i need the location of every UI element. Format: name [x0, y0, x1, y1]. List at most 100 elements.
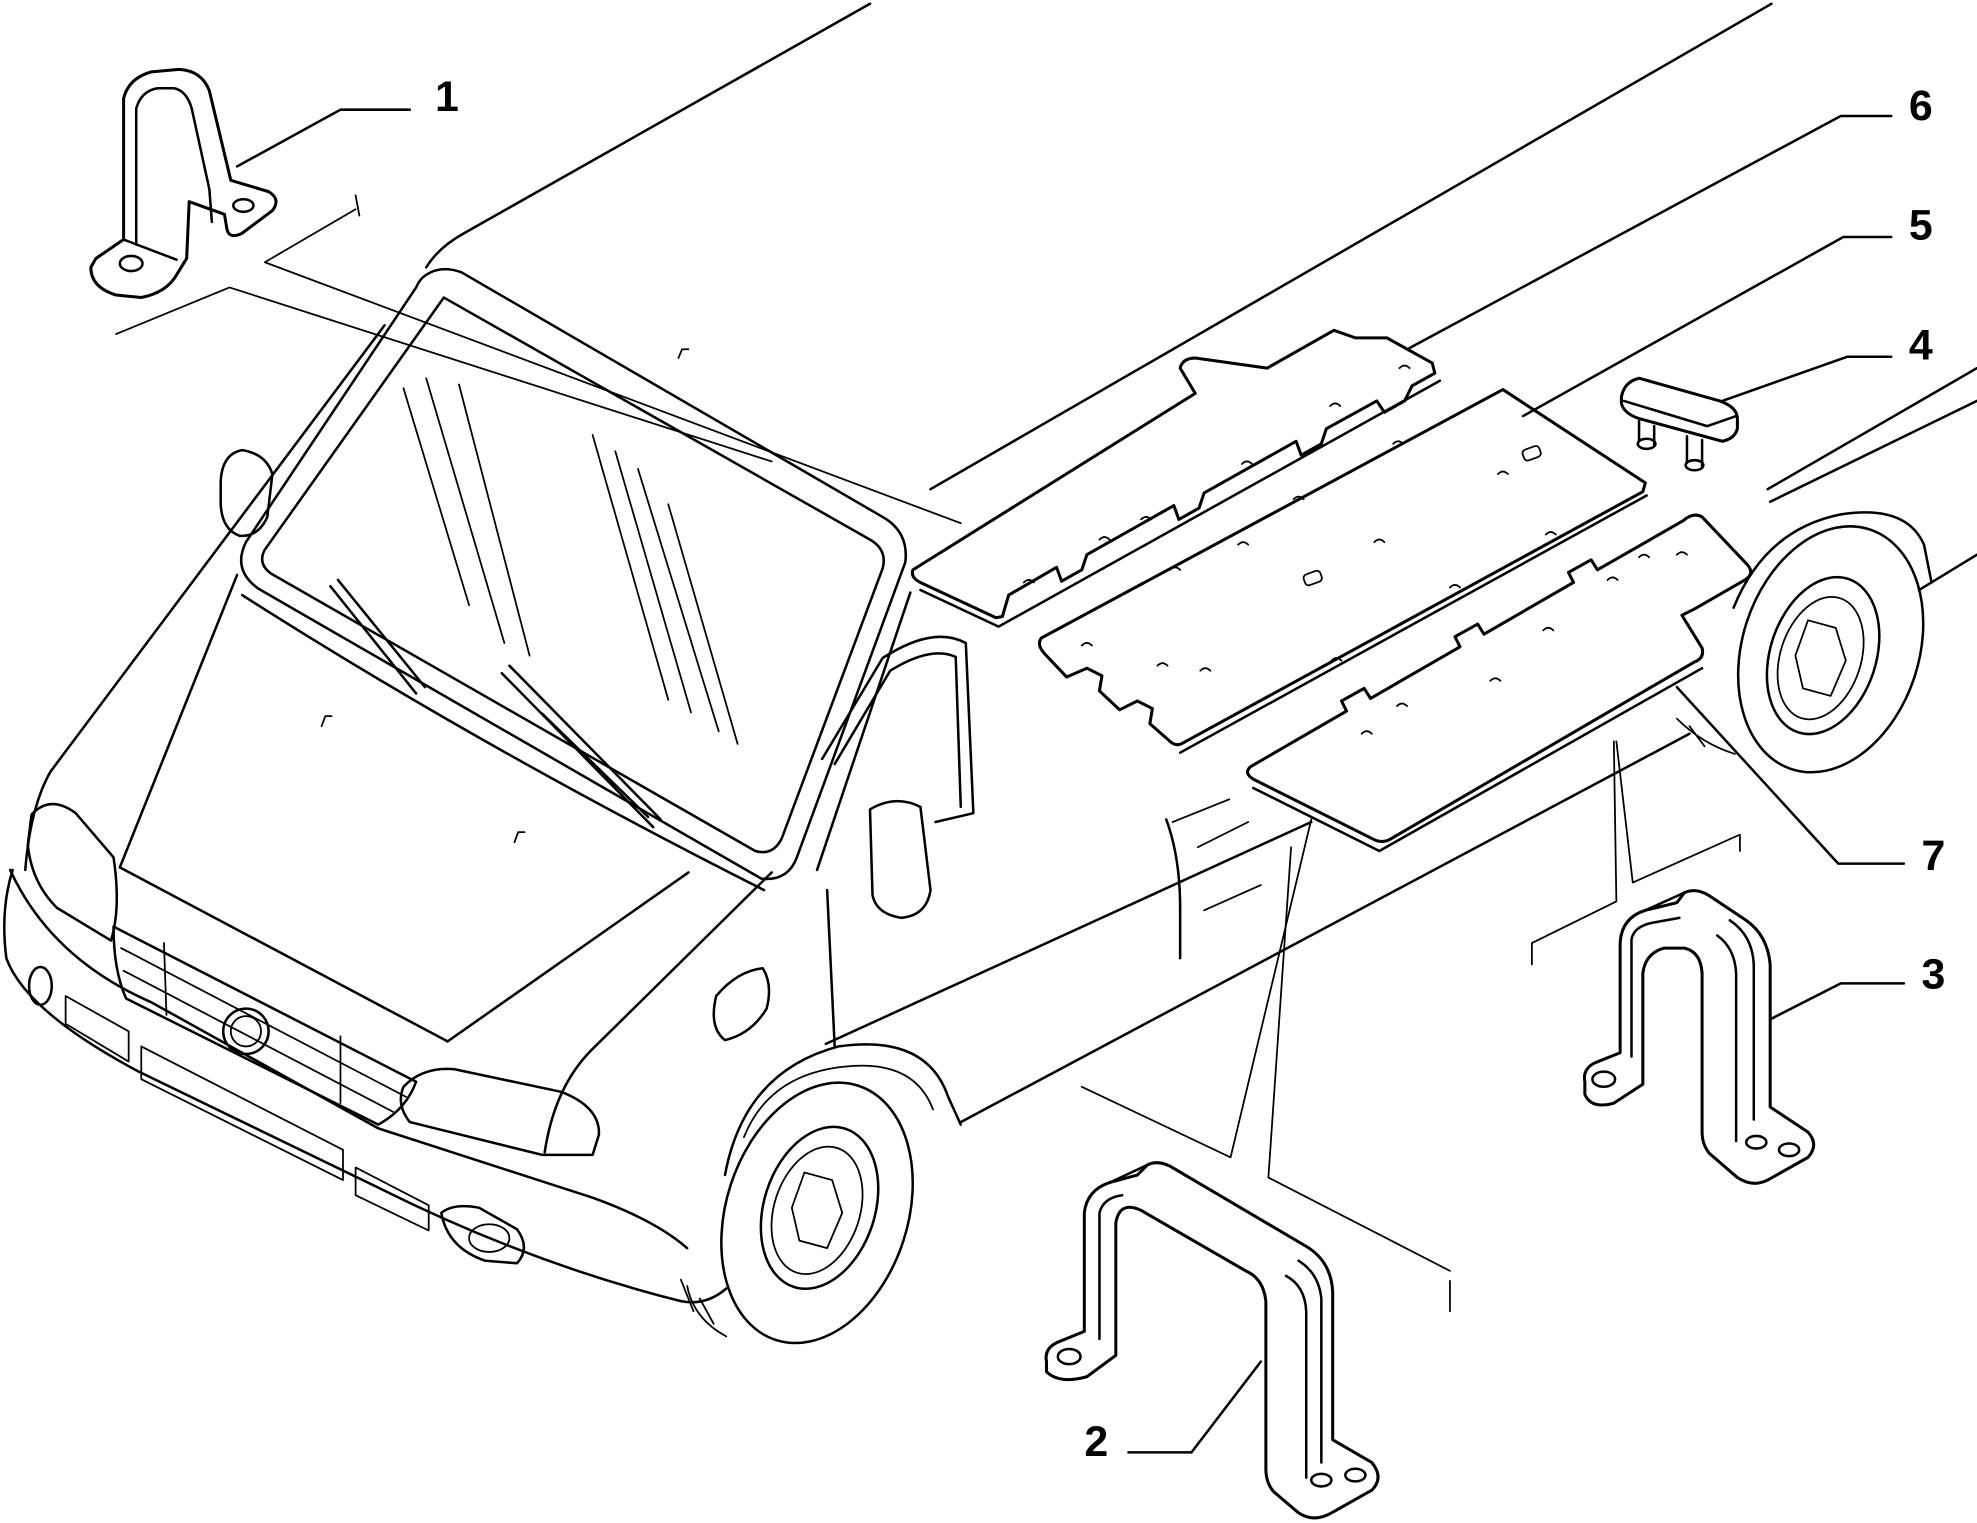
- floor-panel-6: [910, 328, 1442, 628]
- left-wiper: [329, 578, 427, 695]
- right-wiper: [500, 664, 662, 829]
- grille-frame: [112, 925, 418, 1126]
- windshield-reflection-line: [425, 377, 506, 644]
- bracket-1-flange-edge: [122, 238, 178, 261]
- callout-leader-4: [1721, 355, 1893, 403]
- bracket-1-inner-edge: [134, 86, 214, 246]
- windshield-frame: [239, 267, 908, 881]
- bracket-part-2: [1044, 1161, 1380, 1520]
- bracket-2-rib: [1284, 1259, 1323, 1479]
- side-window-line: [1196, 821, 1250, 849]
- front-body-bottom: [679, 1287, 728, 1304]
- hood-right-edge: [543, 871, 773, 1154]
- bracket-2-inner-edge: [1098, 1163, 1149, 1341]
- callout-label-1: 1: [435, 73, 459, 121]
- callout-label-6: 6: [1909, 82, 1933, 130]
- hood-rear-edge: [240, 593, 766, 892]
- bracket-2-outline: [1044, 1161, 1380, 1520]
- panel-slot: [1521, 445, 1542, 462]
- bracket-3-hole: [1744, 1134, 1768, 1150]
- bracket-2-hole: [1056, 1347, 1082, 1366]
- callout-label-7: 7: [1921, 832, 1945, 880]
- right-a-pillar: [815, 591, 912, 872]
- floor-panel-7-outline: [1246, 513, 1753, 844]
- grille-slat: [120, 947, 407, 1098]
- callout-label-4: 4: [1909, 321, 1933, 369]
- right-side-mirror: [868, 799, 932, 920]
- front-tire-tread: [679, 1278, 728, 1338]
- body-side-crease-line: [1768, 399, 1977, 504]
- windshield-reflection-line: [614, 450, 692, 714]
- floor-panel-7: [1246, 513, 1753, 853]
- surface-mark: [320, 715, 333, 728]
- rear-tire-tread: [1675, 717, 1736, 755]
- part-4-top-edge: [1622, 399, 1738, 428]
- bracket-3-rib: [1715, 919, 1756, 1143]
- door-rear-edge: [1165, 818, 1182, 960]
- door-front-edge: [825, 888, 836, 1048]
- left-headlight: [26, 802, 119, 942]
- front-rim: [759, 1125, 880, 1291]
- callout-leaders: [235, 108, 1906, 1454]
- front-wheel-arch-inner: [743, 1064, 934, 1139]
- side-window-line: [1171, 798, 1231, 823]
- right-fog-lens: [468, 1223, 511, 1253]
- van-body: [3, 2, 1977, 1345]
- callout-label-3: 3: [1921, 950, 1945, 998]
- side-panel-line: [1203, 884, 1262, 912]
- bracket-3-outline: [1582, 889, 1816, 1185]
- windshield-reflection-line: [591, 434, 670, 701]
- panel-hole: [1080, 440, 1557, 672]
- lower-grille-opening: [354, 1166, 430, 1232]
- left-fog-light: [27, 965, 54, 1007]
- grille-divider: [163, 942, 342, 1105]
- callout-leader-2: [1127, 1360, 1263, 1454]
- floor-panel-6-thickness: [919, 379, 1442, 628]
- windshield-glass: [260, 296, 885, 854]
- callout-leader-6: [1408, 114, 1893, 350]
- panel-hole: [1022, 364, 1411, 584]
- part-4-block: [1619, 376, 1739, 472]
- callout-leader-5: [1521, 235, 1893, 418]
- panel-hole: [1360, 551, 1688, 735]
- rear-rim-inner: [1776, 595, 1865, 721]
- bracket-part-1: [89, 67, 278, 300]
- assembly-line-part-3: [1531, 740, 1618, 966]
- bracket-part-3: [1582, 889, 1816, 1185]
- callout-label-5: 5: [1909, 202, 1933, 250]
- lower-grille-opening: [64, 995, 130, 1063]
- front-hub-cap: [790, 1171, 844, 1250]
- bracket-3-hole: [1777, 1142, 1801, 1158]
- callout-leader-7: [1675, 685, 1906, 865]
- windshield-reflection-line: [402, 387, 470, 607]
- front-wheel-arch: [723, 1043, 963, 1177]
- assembly-line-part-1: [263, 194, 962, 525]
- assembly-line-part-3: [1615, 740, 1741, 884]
- roof-left-line: [424, 2, 872, 269]
- rear-tire: [1736, 525, 1925, 774]
- right-fog-light: [440, 1204, 526, 1265]
- floor-panel-5: [1037, 388, 1648, 754]
- bracket-3-hole: [1591, 1070, 1617, 1089]
- grille-slat: [122, 969, 395, 1113]
- part-4-peg-end: [1636, 437, 1657, 451]
- surface-mark: [513, 831, 526, 844]
- assembly-line-part-1: [115, 286, 773, 463]
- front-rim-inner: [770, 1145, 864, 1275]
- front-tire: [720, 1081, 914, 1345]
- brand-logo-inner: [229, 1015, 262, 1048]
- windshield-reflection-line: [458, 383, 531, 657]
- surface-mark: [677, 348, 690, 359]
- bracket-1-hole: [232, 197, 255, 214]
- assembly-line-part-2: [1080, 818, 1313, 1159]
- windshield-reflection-line: [637, 468, 720, 733]
- floor-panel-5-thickness: [1178, 494, 1648, 754]
- floor-panel-5-outline: [1037, 388, 1647, 747]
- windshield-reflection-line: [667, 503, 739, 745]
- part-4-peg-end: [1684, 458, 1705, 472]
- assembly-lines: [115, 194, 1741, 1313]
- hood-front-edge: [118, 866, 449, 1043]
- right-headlight: [399, 1067, 601, 1157]
- body-side-rear-lower-line: [1917, 553, 1977, 592]
